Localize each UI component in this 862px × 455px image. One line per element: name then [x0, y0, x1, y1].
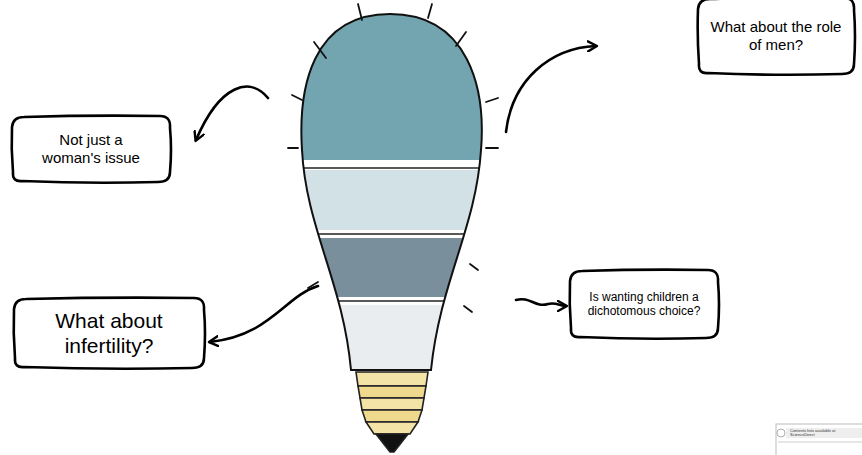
callout-box: What about infertility?	[12, 296, 206, 370]
callout-text: What about the role of men?	[704, 18, 848, 54]
light-rays	[288, 4, 498, 312]
bulb-base	[356, 372, 428, 452]
bulb-bands	[290, 0, 490, 372]
bulb-outline	[301, 14, 481, 370]
paper-thumbnail	[776, 424, 862, 455]
callout-box: Not just a woman's issue	[10, 114, 172, 184]
paper-header-text: Contents lists available at ScienceDirec…	[790, 429, 860, 438]
callout-text: What about infertility?	[36, 308, 182, 358]
box-outline	[12, 296, 206, 370]
box-text-group: What about infertility?	[36, 308, 182, 358]
box-text-group: Is wanting children a dichotomous choice…	[572, 290, 716, 319]
leader-arrows	[196, 46, 596, 342]
callout-text: Not just a woman's issue	[40, 131, 142, 167]
callout-box: Is wanting children a dichotomous choice…	[568, 268, 720, 340]
callout-text: Is wanting children a dichotomous choice…	[572, 290, 716, 319]
box-text-group: What about the role of men?	[704, 18, 848, 54]
box-text-group: Not just a woman's issue	[40, 131, 142, 167]
callout-box: What about the role of men?	[696, 0, 856, 76]
